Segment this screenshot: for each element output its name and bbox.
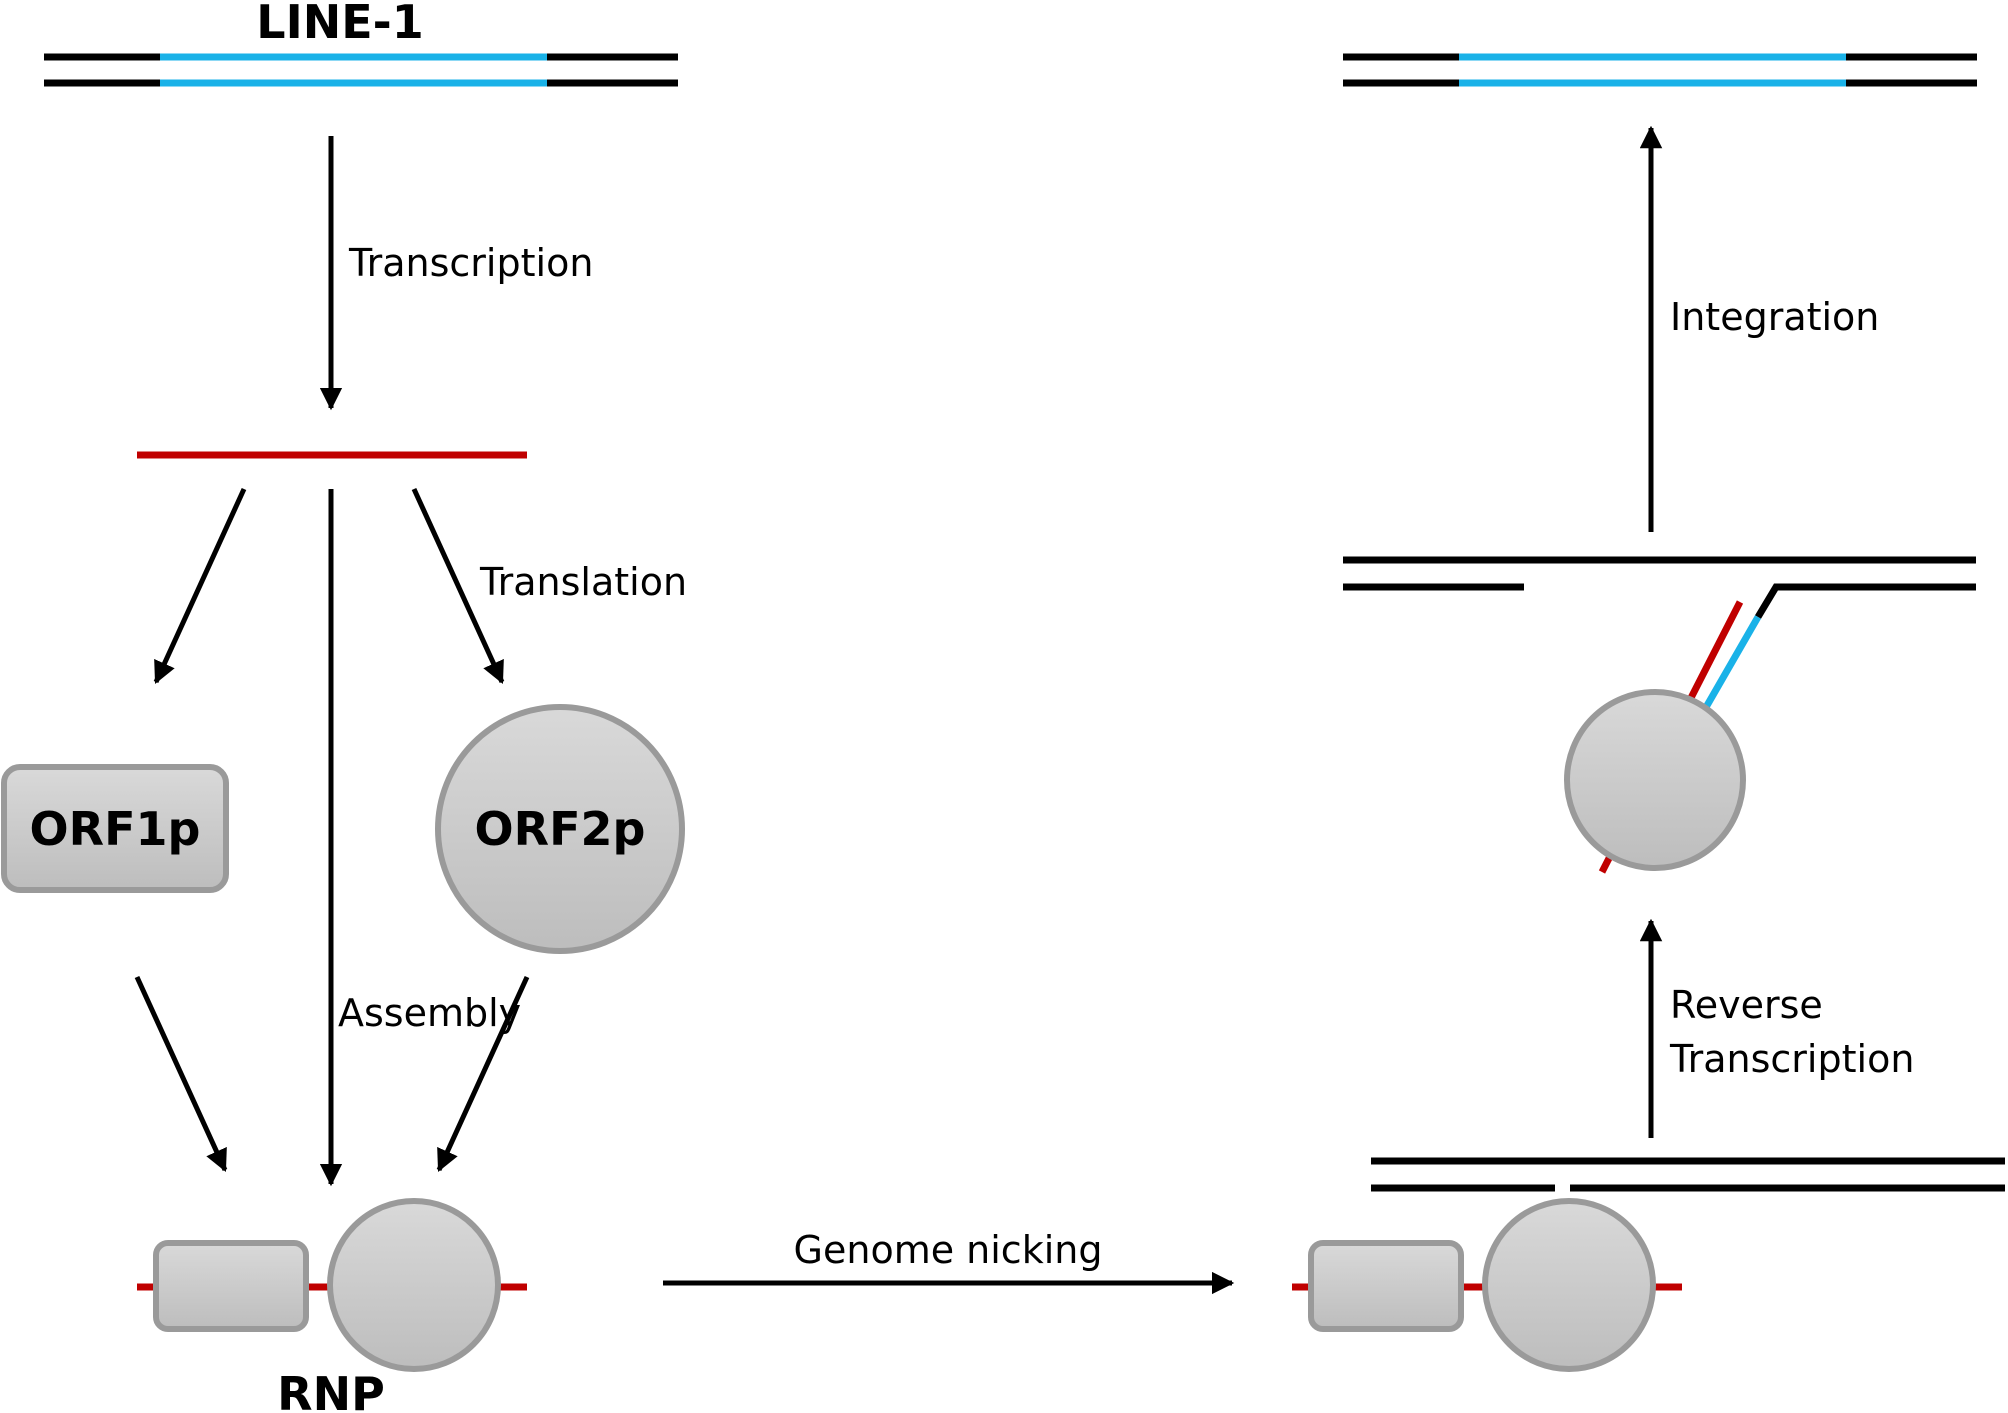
translation-label: Translation (479, 560, 687, 604)
rnp-label: RNP (277, 1367, 385, 1413)
reverse-transcription-label: Transcription (1669, 1037, 1914, 1081)
orf1p-protein (1, 764, 229, 893)
orf2p-label: ORF2p (475, 802, 646, 856)
integration-label: Integration (1670, 295, 1879, 339)
line1-label: LINE-1 (256, 0, 423, 49)
line1-genomic-dna (44, 53, 678, 87)
transcription-label: Transcription (348, 241, 593, 285)
translation-arrow-orf1p (153, 487, 247, 685)
nicked-genomic-dna (1371, 1157, 2005, 1192)
translation-arrow-orf2p (411, 487, 505, 685)
orf1p-label: ORF1p (30, 802, 201, 856)
assembly-arrow-orf1p (134, 975, 228, 1173)
integrated-line1-dna (1343, 53, 1977, 87)
assembly-arrow-orf2p (436, 975, 530, 1173)
reverse-label: Reverse (1670, 983, 1823, 1027)
tprt-intermediate-dna (1343, 556, 1976, 711)
rnp-complex (137, 1198, 527, 1372)
assembly-label: Assembly (338, 991, 521, 1035)
orf2p-protein (435, 704, 685, 954)
rnp-at-nick (1292, 1198, 1682, 1372)
orf2p-reverse-transcribing (1564, 600, 1746, 874)
genome-nicking-label: Genome nicking (794, 1228, 1103, 1272)
